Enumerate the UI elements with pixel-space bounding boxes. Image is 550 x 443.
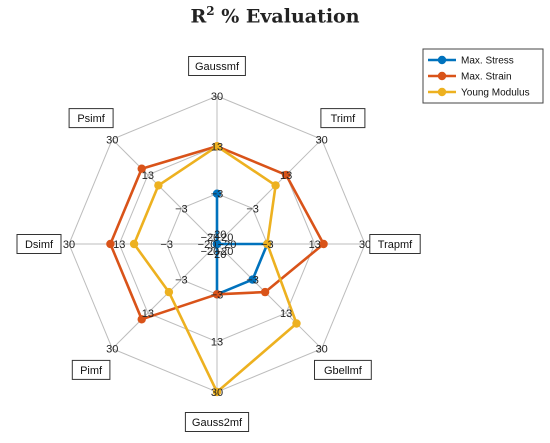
legend-item-young-modulus: Young Modulus — [428, 88, 530, 99]
tick-label-trimf-3: 30 — [316, 134, 328, 146]
tick-label-gaussmf-1: −3 — [211, 189, 224, 201]
axis-label-text: Gaussmf — [195, 61, 240, 73]
tick-label-trimf-1: −3 — [246, 203, 259, 215]
spoke-psimf — [111, 138, 218, 245]
axis-label-dsimf: Dsimf — [16, 234, 62, 254]
title-superscript: 2 — [206, 4, 215, 18]
point-young-modulus-gbellmf — [292, 319, 301, 328]
axis-label-trapmf: Trapmf — [369, 234, 421, 254]
axis-label-gbellmf: Gbellmf — [314, 359, 372, 380]
axis-label-text: Gauss2mf — [192, 417, 243, 429]
legend-item-max-stress: Max. Stress — [428, 56, 514, 67]
tick-label-psimf-2: 13 — [142, 170, 154, 182]
axis-label-box — [16, 234, 62, 254]
chart-title: R2 % Evaluation — [0, 4, 550, 27]
tick-label-gbellmf-3: 30 — [316, 344, 328, 356]
axis-label-box — [188, 56, 246, 76]
axis-label-box — [314, 359, 372, 380]
title-symbol: R — [190, 5, 207, 28]
tick-label-gaussmf-0: −20 — [208, 229, 227, 241]
tick-label-pimf-2: 13 — [142, 308, 154, 320]
tick-label-pimf-0: −20 — [201, 246, 220, 258]
tick-label-gaussmf-2: 13 — [211, 141, 223, 153]
axis-label-box — [184, 412, 250, 432]
tick-label-gbellmf-0: −20 — [215, 246, 234, 258]
point-max-strain-psimf — [137, 164, 146, 173]
axis-label-gauss2mf: Gauss2mf — [184, 412, 250, 432]
tick-label-pimf-1: −3 — [175, 275, 188, 287]
tick-label-gauss2mf-2: 13 — [211, 337, 223, 349]
legend-label: Young Modulus — [461, 88, 530, 99]
point-young-modulus-gauss2mf — [212, 387, 222, 397]
axis-label-text: Trapmf — [378, 239, 413, 251]
spoke-pimf — [111, 243, 218, 350]
tick-label-gaussmf-3: 30 — [211, 91, 223, 103]
tick-label-trapmf-3: 30 — [359, 239, 371, 251]
legend-label: Max. Strain — [461, 72, 512, 83]
axis-label-psimf: Psimf — [68, 108, 114, 129]
tick-label-dsimf-0: −20 — [198, 239, 217, 251]
point-young-modulus-dsimf — [129, 239, 139, 249]
tick-label-trimf-0: −20 — [215, 232, 234, 244]
point-max-strain-trimf — [281, 170, 291, 180]
tick-label-psimf-3: 30 — [106, 134, 118, 146]
legend-swatch-marker — [437, 87, 447, 97]
tick-label-trapmf-0: −20 — [218, 239, 237, 251]
axis-label-box — [369, 234, 421, 254]
spoke-trimf — [216, 138, 323, 245]
tick-label-gauss2mf-3: 30 — [211, 387, 223, 399]
tick-label-psimf-1: −3 — [175, 203, 188, 215]
point-max-strain-gauss2mf — [212, 290, 222, 299]
axis-label-box — [68, 108, 114, 129]
legend-swatch-marker — [437, 55, 447, 65]
axis-label-box — [320, 108, 366, 129]
legend-label: Max. Stress — [461, 56, 514, 67]
title-text: % Evaluation — [221, 5, 360, 28]
point-young-modulus-pimf — [164, 287, 174, 297]
point-max-strain-gbellmf — [260, 287, 270, 297]
spoke-gbellmf — [216, 243, 323, 350]
point-max-stress-gbellmf — [248, 275, 257, 284]
axis-label-box — [71, 359, 111, 380]
axis-label-pimf: Pimf — [71, 359, 111, 380]
axis-label-text: Dsimf — [25, 239, 54, 251]
axis-label-text: Gbellmf — [324, 365, 363, 377]
tick-label-gauss2mf-1: −3 — [211, 289, 224, 301]
point-max-stress-psimf — [212, 239, 222, 249]
point-max-strain-dsimf — [106, 239, 115, 249]
legend-swatch-marker — [437, 71, 447, 81]
axis-label-text: Trimf — [331, 113, 357, 125]
tick-label-trapmf-2: 13 — [309, 239, 321, 251]
tick-label-pimf-3: 30 — [106, 344, 118, 356]
point-young-modulus-trimf — [271, 181, 280, 190]
axis-label-gaussmf: Gaussmf — [188, 56, 246, 76]
point-young-modulus-psimf — [154, 181, 163, 190]
axis-label-trimf: Trimf — [320, 108, 366, 129]
series-layer — [106, 142, 328, 397]
tick-label-gbellmf-1: −3 — [246, 275, 259, 287]
tick-label-dsimf-1: −3 — [160, 239, 173, 251]
axis-label-text: Pimf — [80, 365, 103, 377]
tick-label-dsimf-2: 13 — [113, 239, 125, 251]
point-max-stress-gaussmf — [212, 189, 222, 198]
point-max-strain-trapmf — [319, 239, 328, 249]
legend-item-max-strain: Max. Strain — [428, 72, 512, 83]
axis-label-text: Psimf — [77, 113, 105, 125]
tick-label-psimf-0: −20 — [201, 232, 220, 244]
tick-label-gbellmf-2: 13 — [280, 308, 292, 320]
tick-label-dsimf-3: 30 — [63, 239, 75, 251]
point-young-modulus-gaussmf — [212, 142, 222, 151]
tick-label-gauss2mf-0: −20 — [208, 249, 227, 261]
tick-label-trimf-2: 13 — [280, 170, 292, 182]
point-young-modulus-trapmf — [263, 239, 272, 249]
tick-label-trapmf-1: −3 — [261, 239, 274, 251]
point-max-strain-pimf — [137, 315, 146, 324]
